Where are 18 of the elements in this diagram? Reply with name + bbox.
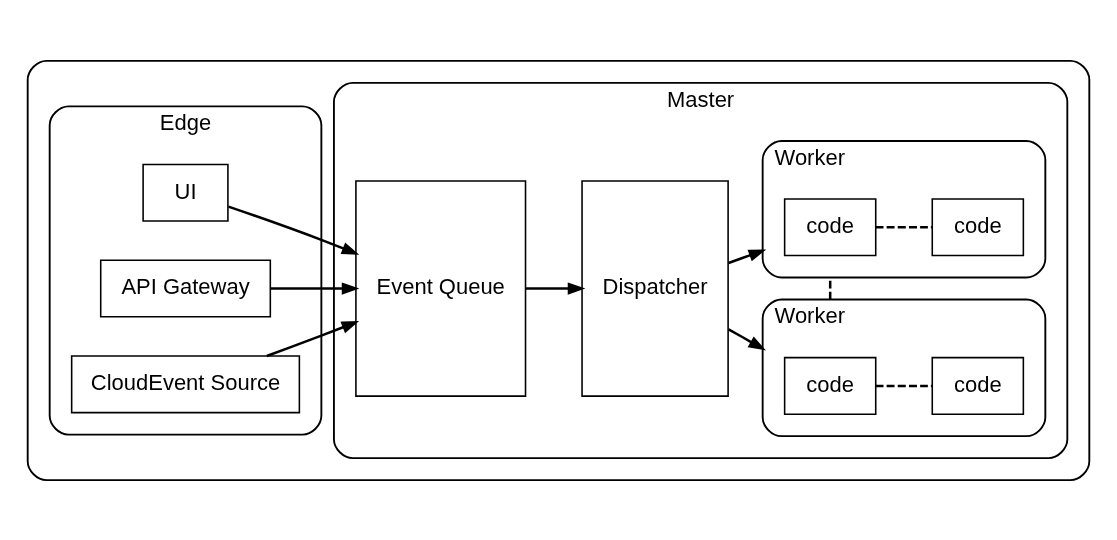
node-box: Event Queue (355, 179, 527, 397)
arrow (266, 320, 360, 357)
node-box: CloudEvent Source (70, 354, 301, 413)
arrow (728, 249, 767, 264)
cluster (26, 59, 1091, 481)
arrow (525, 281, 586, 295)
node-box: code (931, 197, 1025, 256)
arrow (727, 327, 766, 350)
node-box: code (783, 356, 877, 415)
node-box: code (931, 356, 1025, 415)
connector (875, 225, 932, 229)
node-box: code (783, 197, 877, 256)
node-box: API Gateway (99, 259, 272, 318)
node-box: Dispatcher (581, 179, 729, 397)
node-box: UI (142, 163, 229, 222)
arrow (271, 281, 360, 295)
arrow (228, 204, 360, 255)
connector (875, 384, 932, 387)
